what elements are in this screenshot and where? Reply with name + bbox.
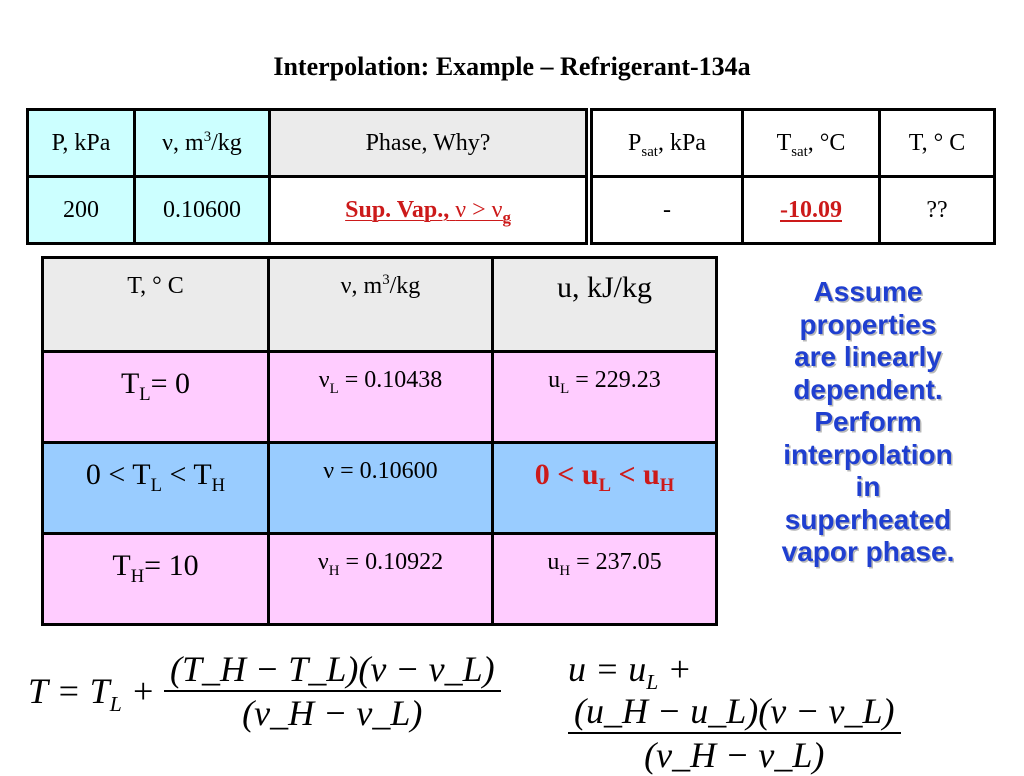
- header-u: u, kJ/kg: [491, 256, 718, 353]
- formula-internal-energy-fraction: (u_H − u_L)(ν − ν_L) (ν_H − ν_L): [568, 690, 901, 776]
- phase-value: Sup. Vap., ν > νg: [268, 175, 588, 245]
- phase-reason: ν > ν: [455, 196, 503, 223]
- formula-temperature-numerator: (T_H − T_L)(ν − ν_L): [164, 648, 501, 692]
- formula-internal-energy: u = uL + (u_H − u_L)(ν − ν_L) (ν_H − ν_L…: [568, 644, 1024, 776]
- interpolation-table: T, ° C ν, m3/kg u, kJ/kg TL= 0 νL = 0.10…: [41, 256, 718, 626]
- formula-temperature-fraction: (T_H − T_L)(ν − ν_L) (ν_H − ν_L): [164, 648, 501, 734]
- row-high-t: TH= 10: [41, 532, 270, 626]
- header-psat: Psat, kPa: [590, 108, 744, 178]
- note-line: Assume: [813, 276, 923, 307]
- psat-value: -: [590, 175, 744, 245]
- header-v: ν, m3/kg: [267, 256, 494, 353]
- note-line: dependent.: [793, 373, 943, 405]
- row-low-u: uL = 229.23: [491, 350, 718, 444]
- header-tsat: Tsat, °C: [741, 108, 881, 178]
- tsat-value: -10.09: [741, 175, 881, 245]
- row-low-v: νL = 0.10438: [267, 350, 494, 444]
- phase-reason-sub: g: [502, 207, 511, 227]
- row-high-v: νH = 0.10922: [267, 532, 494, 626]
- pressure-value: 200: [26, 175, 136, 245]
- formula-temperature: T = TL + (T_H − T_L)(ν − ν_L) (ν_H − ν_L…: [28, 648, 501, 734]
- state-table: P, kPa ν, m3/kg Phase, Why? 200 0.10600 …: [26, 108, 588, 245]
- note-line: are linearly: [794, 341, 942, 372]
- note-line: in: [855, 471, 881, 502]
- slide-title: Interpolation: Example – Refrigerant-134…: [273, 52, 751, 81]
- phase-label: Sup. Vap.,: [345, 196, 450, 223]
- specific-volume-value: 0.10600: [133, 175, 271, 245]
- note-line: properties: [799, 308, 937, 340]
- formula-internal-energy-numerator: (u_H − u_L)(ν − ν_L): [568, 690, 901, 734]
- row-low-t: TL= 0: [41, 350, 270, 444]
- saturation-table: Psat, kPa Tsat, °C T, ° C - -10.09 ??: [590, 108, 996, 245]
- header-specific-volume: ν, m3/kg: [133, 108, 271, 178]
- note-line: superheated: [784, 503, 952, 535]
- note-line: vapor phase.: [781, 536, 955, 567]
- row-mid-t: 0 < TL < TH: [41, 441, 270, 535]
- row-high-u: uH = 237.05: [491, 532, 718, 626]
- header-t: T, ° C: [41, 256, 270, 353]
- note-line: interpolation: [783, 438, 953, 470]
- row-mid-v: ν = 0.10600: [267, 441, 494, 535]
- header-phase: Phase, Why?: [268, 108, 588, 178]
- row-mid-u: 0 < uL < uH: [491, 441, 718, 535]
- note-line: Perform: [814, 406, 922, 437]
- assumption-note: Assume properties are linearly dependent…: [750, 276, 986, 569]
- formula-temperature-denominator: (ν_H − ν_L): [242, 693, 423, 733]
- temperature-value: ??: [878, 175, 996, 245]
- header-pressure: P, kPa: [26, 108, 136, 178]
- header-temperature: T, ° C: [878, 108, 996, 178]
- formula-internal-energy-denominator: (ν_H − ν_L): [644, 734, 825, 775]
